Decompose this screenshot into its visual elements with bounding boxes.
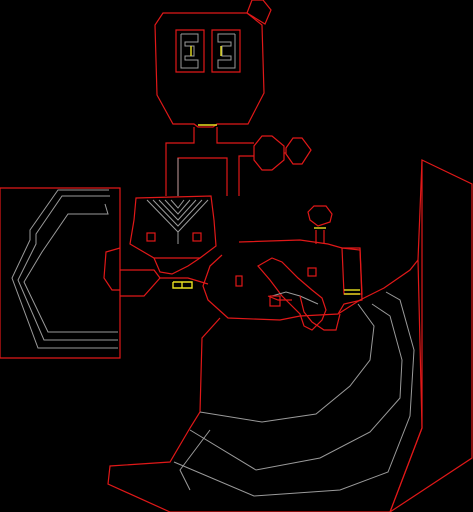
east-alcove: [307, 205, 363, 295]
right-pillar: [211, 29, 241, 73]
octagon-rooms: [253, 135, 312, 171]
octagon-room-b: [285, 137, 312, 165]
spike-room: [129, 195, 217, 275]
serpentine-pillar: [257, 257, 327, 331]
octagon-room-a: [253, 135, 285, 171]
west-hall: [0, 187, 161, 359]
east-side-room: [341, 247, 363, 295]
north-corner-nub: [246, 0, 272, 25]
north-corridor: [165, 127, 254, 196]
south-cavern: [107, 259, 423, 512]
west-hall-outline: [0, 187, 121, 359]
central-door-west: [172, 281, 193, 289]
east-tower: [389, 159, 473, 512]
central-room: [160, 239, 363, 331]
north-room-outline: [154, 12, 265, 128]
north-room: [154, 0, 272, 128]
left-pillar: [175, 29, 205, 73]
